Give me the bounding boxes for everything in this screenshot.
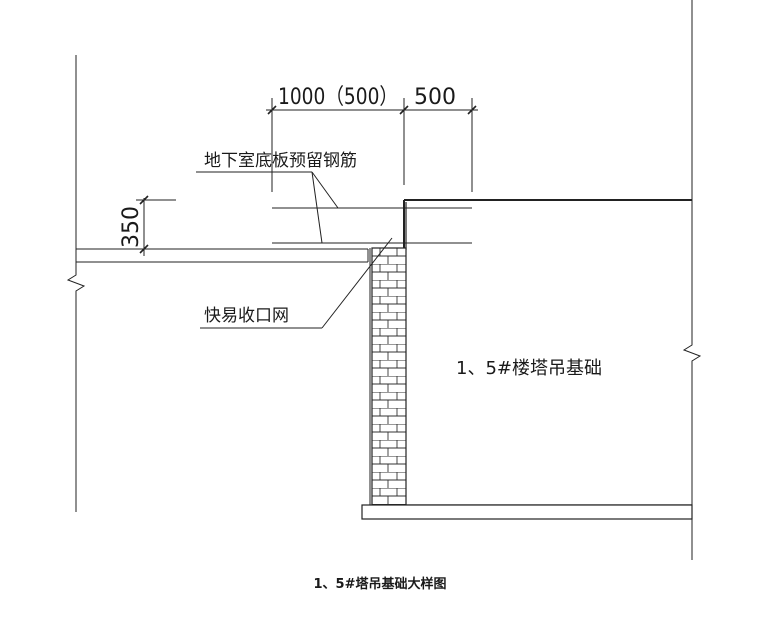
vertical-dimension [136, 195, 176, 256]
rebar-label: 地下室底板预留钢筋 [204, 151, 357, 171]
dimension-500: 500 [414, 85, 456, 110]
basement-slab [76, 248, 369, 263]
foundation-label: 1、5#楼塔吊基础 [456, 358, 602, 379]
rebar-callout-leader [196, 171, 339, 244]
dimension-350: 350 [119, 206, 144, 248]
base-cushion [361, 504, 693, 520]
drawing-caption: 1、5#塔吊基础大样图 [314, 576, 447, 592]
top-dimension [266, 98, 478, 192]
dimension-1000-500: 1000（500） [278, 85, 398, 110]
left-break-line [66, 55, 86, 512]
mesh-callout-leader [200, 237, 393, 329]
crane-foundation [403, 199, 692, 506]
mesh-label: 快易收口网 [204, 306, 289, 326]
reserved-rebar [272, 207, 472, 244]
right-break-line [682, 0, 702, 560]
brick-wall [369, 247, 407, 506]
